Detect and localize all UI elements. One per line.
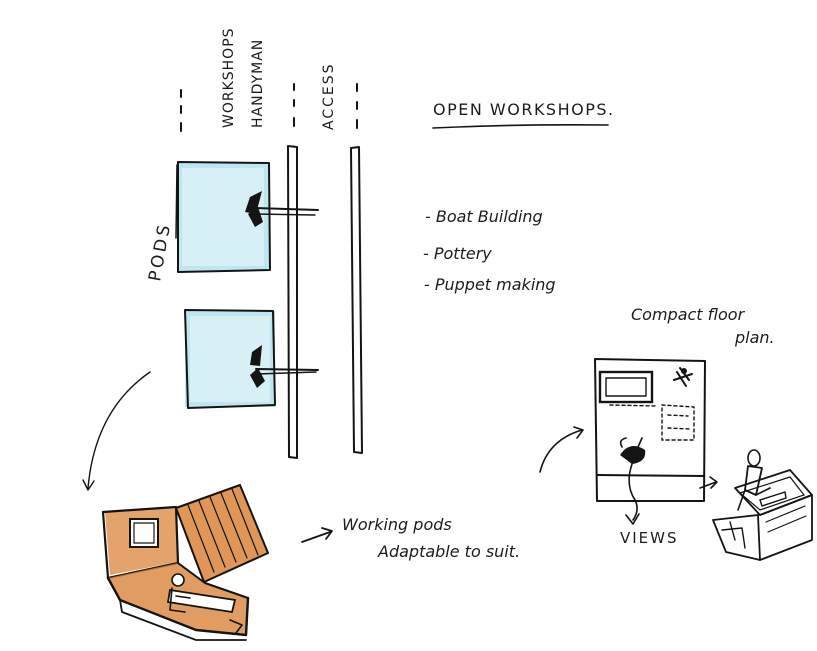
- floor-plan-arrow: [540, 427, 583, 472]
- header-handyman: HANDYMAN: [250, 39, 266, 128]
- header-access: ACCESS: [321, 62, 337, 130]
- compact-floor-plan-line2: plan.: [734, 328, 775, 347]
- pod-bottom: [185, 310, 275, 408]
- workshop-item-pottery: - Pottery: [423, 244, 492, 263]
- pod-top-entry: [245, 191, 318, 227]
- compact-floor-plan-line1: Compact floor: [631, 305, 746, 324]
- workshop-item-puppet: - Puppet making: [424, 275, 556, 294]
- views-label: VIEWS: [620, 529, 679, 547]
- working-pods-label-line2: Adaptable to suit.: [377, 542, 520, 561]
- pod-to-sketch-arrow: [83, 372, 150, 490]
- workshop-item-boat: - Boat Building: [425, 207, 543, 226]
- floor-plan: [595, 359, 717, 524]
- header-workshops: WORKSHOPS: [221, 27, 237, 128]
- title-open-workshops: OPEN WORKSHOPS.: [433, 100, 615, 119]
- working-pods-label-line1: Working pods: [342, 515, 452, 534]
- working-pods-arrow: [302, 528, 332, 542]
- title-underline: [433, 125, 608, 128]
- desk-perspective: [713, 450, 812, 560]
- label-pods: PODS: [145, 221, 175, 283]
- working-pod-sketch: [103, 485, 268, 640]
- corridor-walls: [288, 146, 362, 458]
